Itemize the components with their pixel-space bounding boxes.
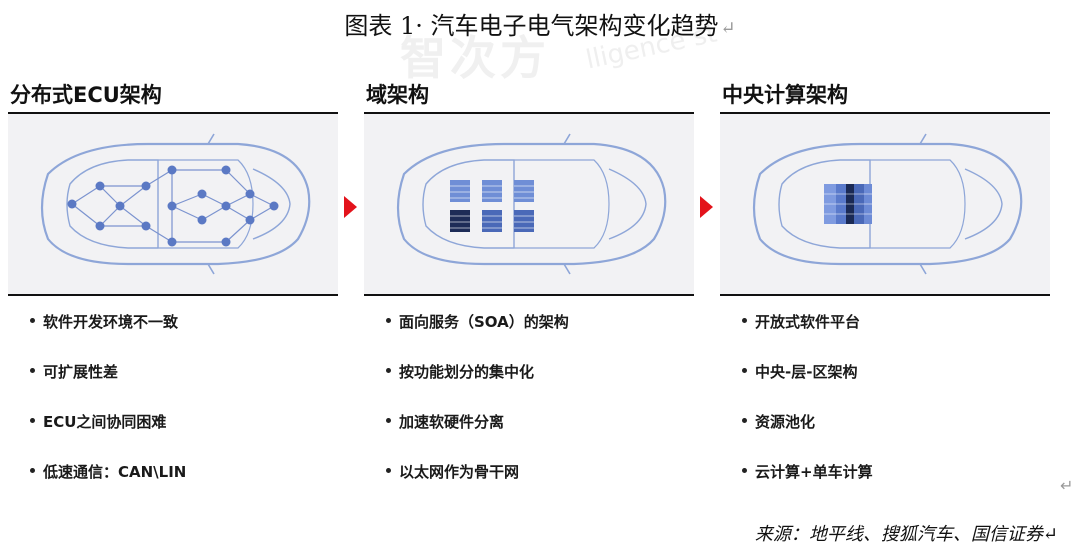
bullet-item: 软件开发环境不一致	[30, 310, 186, 360]
bullet-dot-icon	[386, 418, 391, 423]
bullet-dot-icon	[742, 468, 747, 473]
bullet-text: 资源池化	[755, 413, 816, 431]
column-central-computing: 中央计算架构 开放式软件平台 中央-层-	[720, 80, 1050, 481]
divider-top	[364, 112, 694, 114]
ecu-links	[71, 169, 275, 243]
bullet-dot-icon	[386, 468, 391, 473]
bullet-item: 开放式软件平台	[742, 310, 873, 360]
car-outline-icon	[40, 133, 311, 275]
bullet-text: 以太网作为骨干网	[399, 463, 520, 481]
ecu-node-icon	[67, 165, 279, 247]
bullet-text: 中央-层-区架构	[755, 363, 858, 381]
bullet-dot-icon	[386, 318, 391, 323]
car-outline-icon	[396, 133, 667, 275]
divider-top	[8, 112, 338, 114]
bullet-text: 面向服务（SOA）的架构	[399, 313, 569, 331]
bullet-item: 加速软硬件分离	[386, 410, 569, 460]
bullet-text: 云计算+单车计算	[755, 463, 873, 481]
bullet-dot-icon	[30, 468, 35, 473]
bullet-dot-icon	[742, 318, 747, 323]
bullet-text: 软件开发环境不一致	[43, 313, 179, 331]
figure-title-text: 图表 1· 汽车电子电气架构变化趋势	[344, 12, 719, 40]
bullet-text: 开放式软件平台	[755, 313, 861, 331]
car-body	[40, 133, 311, 275]
bullet-item: ECU之间协同困难	[30, 410, 186, 460]
bullet-item: 中央-层-区架构	[742, 360, 873, 410]
paragraph-mark: ↵	[720, 18, 736, 39]
bullet-item: 按功能划分的集中化	[386, 360, 569, 410]
column-heading: 域架构	[366, 83, 429, 107]
paragraph-mark: ↵	[1060, 476, 1074, 495]
divider-top	[720, 112, 1050, 114]
column-heading: 分布式ECU架构	[10, 83, 162, 107]
bullet-text: 低速通信：CAN\LIN	[43, 463, 187, 481]
bullet-text: 加速软硬件分离	[399, 413, 505, 431]
bullet-text: 按功能划分的集中化	[399, 363, 535, 381]
bullet-text: ECU之间协同困难	[43, 413, 167, 431]
column-distributed-ecu: 分布式ECU架构	[8, 80, 338, 481]
watermark: 智次方	[400, 31, 550, 85]
arrow-right-icon	[700, 196, 713, 218]
car-outline-icon	[752, 133, 1023, 275]
arrow-right-icon	[344, 196, 357, 218]
bullet-text: 可扩展性差	[43, 363, 119, 381]
diagram-panel	[364, 114, 694, 294]
diagram-panel	[8, 114, 338, 294]
bullet-dot-icon	[30, 368, 35, 373]
column-domain: 域架构	[364, 80, 694, 481]
bullet-item: 云计算+单车计算	[742, 460, 873, 510]
bullet-item: 面向服务（SOA）的架构	[386, 310, 569, 360]
car-body	[752, 133, 1023, 275]
bullet-item: 资源池化	[742, 410, 873, 460]
car-body	[396, 133, 667, 275]
bullet-dot-icon	[30, 318, 35, 323]
bullet-dot-icon	[386, 368, 391, 373]
diagram-panel	[720, 114, 1050, 294]
column-heading: 中央计算架构	[722, 83, 848, 107]
source-note: 来源：地平线、搜狐汽车、国信证券↵	[754, 524, 1058, 545]
bullet-list: 面向服务（SOA）的架构 按功能划分的集中化 加速软硬件分离 以太网作为骨干网	[386, 310, 569, 510]
bullet-item: 可扩展性差	[30, 360, 186, 410]
bullet-dot-icon	[30, 418, 35, 423]
figure-title: 图表 1· 汽车电子电气架构变化趋势↵	[0, 6, 1080, 41]
bullet-list: 开放式软件平台 中央-层-区架构 资源池化 云计算+单车计算	[742, 310, 873, 510]
bullet-dot-icon	[742, 368, 747, 373]
bullet-item: 低速通信：CAN\LIN	[30, 460, 186, 510]
divider-bottom	[8, 294, 338, 296]
divider-bottom	[720, 294, 1050, 296]
bullet-dot-icon	[742, 418, 747, 423]
bullet-list: 软件开发环境不一致 可扩展性差 ECU之间协同困难 低速通信：CAN\LIN	[30, 310, 186, 510]
divider-bottom	[364, 294, 694, 296]
bullet-item: 以太网作为骨干网	[386, 460, 569, 510]
domain-controller-icon	[450, 180, 534, 232]
central-computer-icon	[824, 184, 872, 224]
